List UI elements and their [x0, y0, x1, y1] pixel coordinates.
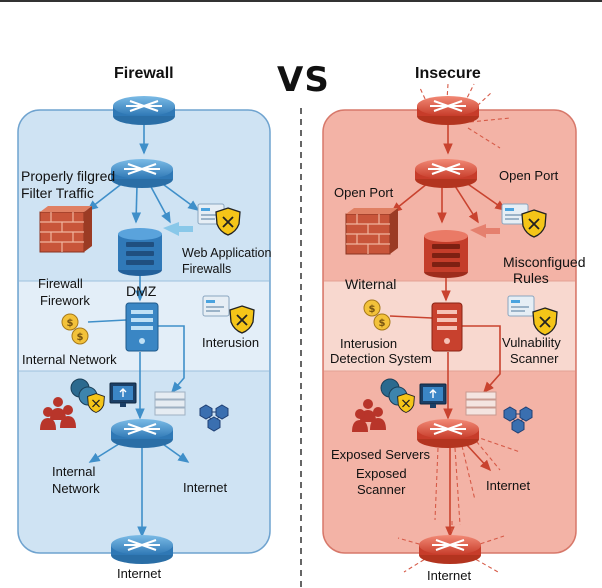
- router-icon: [414, 158, 478, 189]
- link-router2-to-internet: [465, 443, 492, 472]
- witernal-label: Witernal: [345, 276, 397, 292]
- exposed-label-line1: Exposed: [356, 466, 407, 481]
- intrusion-label: Interusion: [202, 335, 260, 350]
- link-router-to-db: [131, 184, 142, 224]
- internet-bottom-label: Internet: [427, 568, 472, 583]
- brick-firewall-icon: [39, 205, 93, 253]
- firewall-label-line1: Firewall: [38, 276, 83, 291]
- right-title: Insecure: [415, 65, 481, 82]
- router-icon: [110, 534, 174, 565]
- monitor-icon: [419, 383, 447, 408]
- link-router-to-arrow: [454, 185, 479, 224]
- link-router-to-brick: [86, 181, 125, 211]
- misconfig-label-line2: Rules: [513, 270, 549, 286]
- exposed-label-line2: Scanner: [357, 482, 406, 497]
- router-icon: [110, 418, 174, 449]
- open-port-left-label: Open Port: [334, 185, 394, 200]
- link-coins-to-server: [389, 315, 433, 319]
- server-rack-icon: [154, 391, 186, 416]
- waf-label-line2: Firewalls: [182, 262, 232, 276]
- server-icon: [431, 302, 463, 352]
- link-router-to-waf-a: [149, 184, 171, 224]
- internet-bottom-label: Internet: [117, 566, 162, 581]
- brick-firewall-icon: [345, 207, 399, 255]
- app-card-icon: [202, 295, 230, 317]
- link-router2-to-internet: [159, 441, 190, 463]
- waf-label-line1: Web Application: [182, 246, 272, 260]
- vuln-label-line1: Vulnability: [502, 335, 561, 350]
- internet-mid-label: Internet: [486, 478, 531, 493]
- router-icon: [416, 418, 480, 449]
- internal-label-line1: Internal: [52, 464, 96, 479]
- monitor-icon: [109, 382, 137, 407]
- router-icon: [418, 534, 482, 565]
- router-icon: [416, 95, 480, 126]
- database-server-icon: [118, 228, 162, 276]
- arrow-icon: [163, 222, 193, 236]
- dmz-label: DMZ: [126, 283, 157, 299]
- internal-label-line2: Network: [52, 481, 100, 496]
- left-title: Firewall: [114, 65, 174, 82]
- internet-mid-label: Internet: [183, 480, 228, 495]
- link-router-to-shield: [464, 181, 507, 211]
- server-icon: [125, 302, 159, 352]
- filter-label-line2: Filter Traffic: [21, 185, 94, 201]
- firewall-label-line2: Firework: [40, 293, 90, 308]
- globe-icon: [380, 378, 416, 414]
- arrow-icon: [470, 224, 500, 238]
- hexagon-network-icon: [503, 406, 533, 434]
- router-icon: [112, 95, 176, 126]
- link-router-to-waf-b: [159, 181, 200, 211]
- misconfig-label-line1: Misconfigued: [503, 254, 586, 270]
- ids-label-line1: Interusion: [340, 336, 398, 351]
- vs-label: VS: [277, 60, 330, 100]
- top-dark-bar: [0, 0, 602, 2]
- router-icon: [110, 158, 174, 189]
- link-coins-to-server: [87, 319, 127, 323]
- exposed-servers-label: Exposed Servers: [331, 447, 430, 462]
- link-server-to-rack: [158, 325, 185, 394]
- ids-label-line2: Detection System: [330, 351, 432, 366]
- link-server-to-rack: [462, 325, 501, 394]
- vuln-label-line2: Scanner: [510, 351, 559, 366]
- database-server-icon: [424, 230, 468, 278]
- link-router-to-brick: [390, 182, 429, 214]
- internal-network-mid-label: Internal Network: [22, 352, 117, 367]
- link-router2-to-internal: [88, 441, 123, 463]
- filter-label-line1: Properly filgred: [21, 168, 116, 184]
- server-rack-icon: [465, 391, 497, 416]
- hexagon-network-icon: [199, 404, 229, 432]
- globe-icon: [70, 378, 106, 414]
- app-card-icon: [507, 295, 535, 317]
- open-port-right-label: Open Port: [499, 168, 559, 183]
